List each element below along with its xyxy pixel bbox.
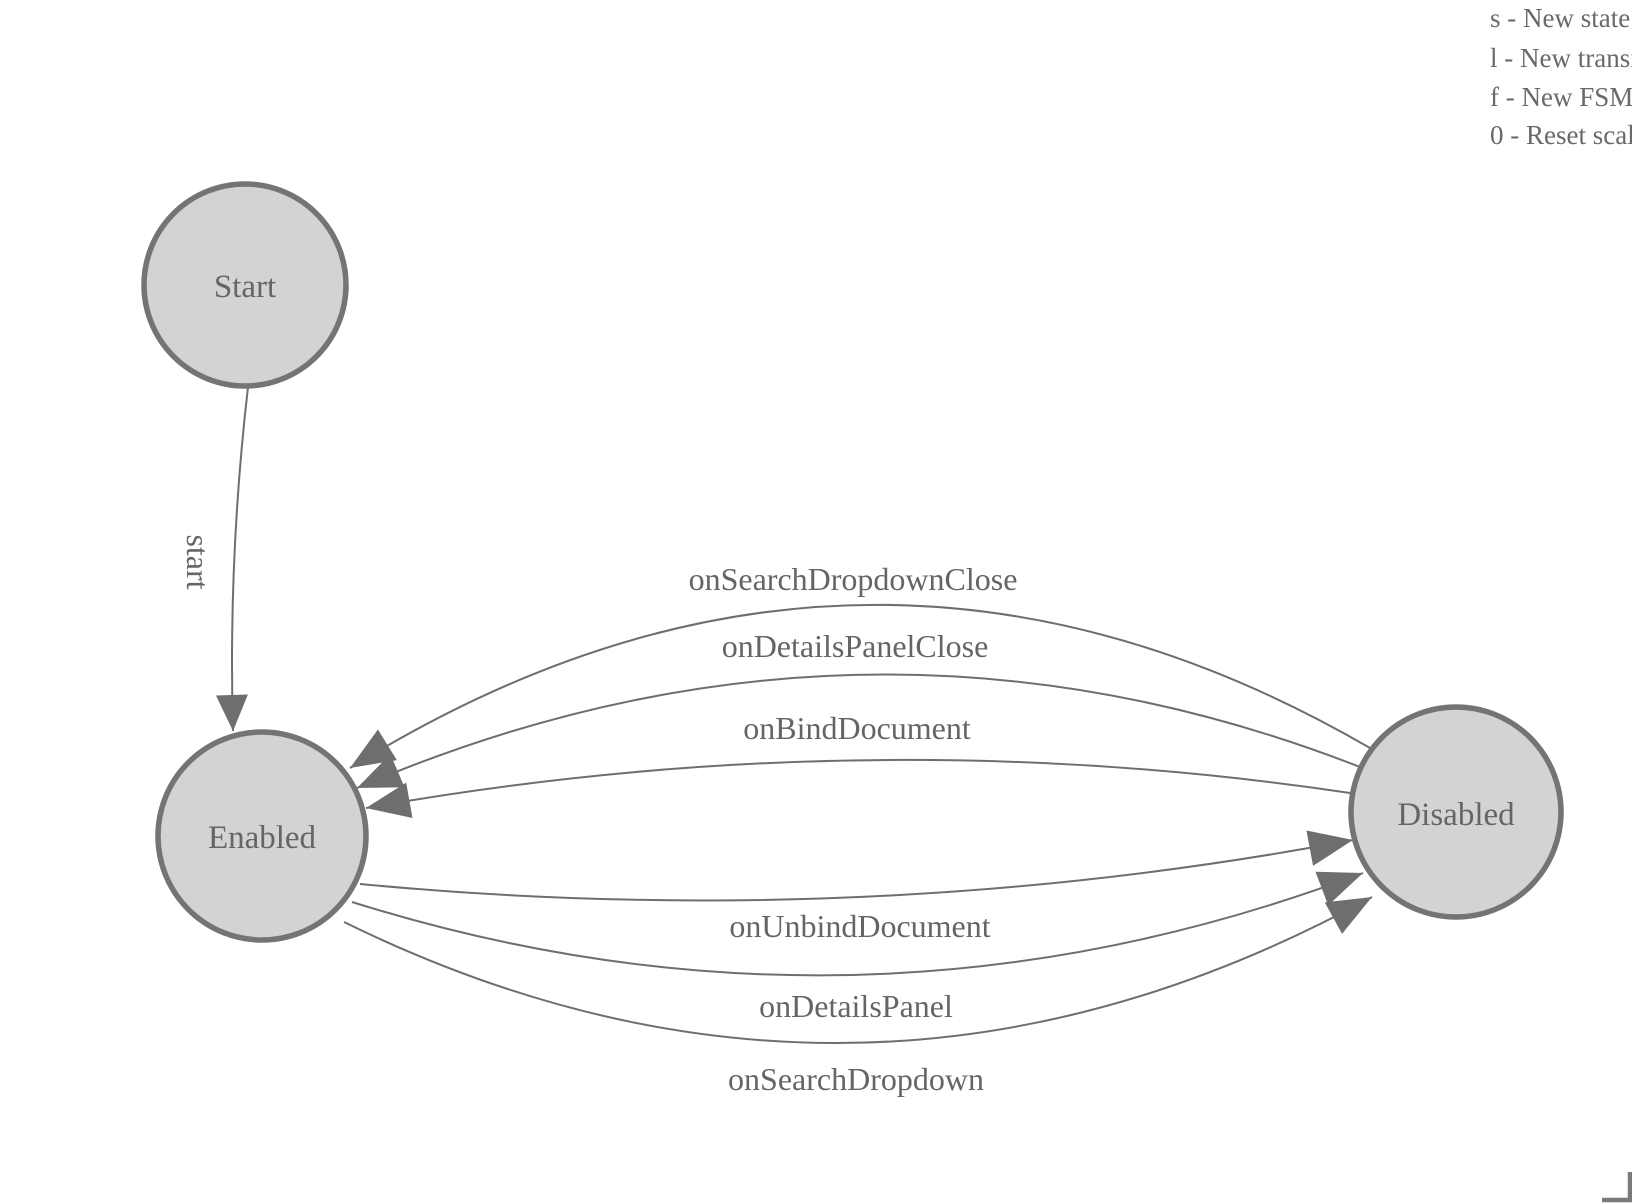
transition-edge-onSearchDropdownClose[interactable]	[349, 603, 1371, 769]
state-label-start: Start	[214, 269, 276, 305]
transition-label-onSearchDropdownClose: onSearchDropdownClose	[689, 561, 1018, 597]
transition-edge-onUnbindDocument[interactable]	[359, 830, 1354, 902]
transition-label-onUnbindDocument: onUnbindDocument	[729, 908, 990, 944]
legend-item-reset-scale: 0 - Reset scale	[1490, 120, 1632, 150]
legend-item-new-transition: l - New transition	[1490, 43, 1632, 73]
transition-edge-onDetailsPanelClose[interactable]	[356, 673, 1361, 789]
state-label-disabled: Disabled	[1397, 797, 1515, 833]
transition-edge-onSearchDropdown[interactable]	[343, 896, 1373, 1045]
state-label-enabled: Enabled	[208, 820, 317, 856]
offscreen-rect-corner	[1602, 1172, 1632, 1203]
state-node-enabled[interactable]	[155, 729, 369, 943]
transition-label-start: start	[180, 534, 216, 589]
transition-label-onSearchDropdown: onSearchDropdown	[728, 1061, 984, 1097]
transition-edge-start[interactable]	[215, 386, 249, 732]
legend-item-new-fsm: f - New FSM	[1490, 82, 1632, 112]
transition-label-onDetailsPanelClose: onDetailsPanelClose	[722, 628, 989, 664]
transition-label-onDetailsPanel: onDetailsPanel	[759, 988, 953, 1024]
state-node-start[interactable]	[141, 181, 349, 389]
transition-edge-onDetailsPanel[interactable]	[351, 871, 1364, 977]
state-node-disabled[interactable]	[1348, 704, 1564, 920]
legend-item-new-state: s - New state	[1490, 3, 1630, 33]
transition-edge-onBindDocument[interactable]	[365, 758, 1351, 819]
transition-label-onBindDocument: onBindDocument	[743, 710, 971, 746]
